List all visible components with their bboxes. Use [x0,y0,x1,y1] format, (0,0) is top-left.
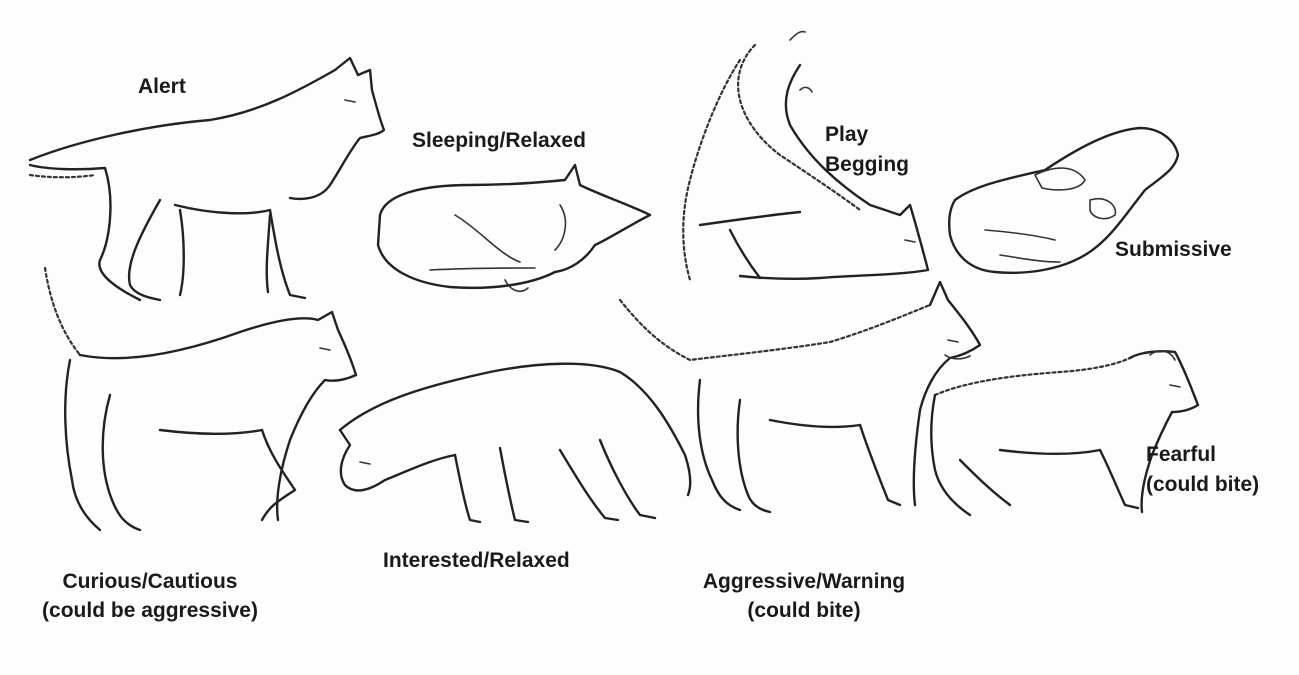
label-alert: Alert [138,74,186,100]
label-sleeping-relaxed: Sleeping/Relaxed [412,128,586,154]
label-play-begging: Play Begging [825,120,909,180]
curious-dog-sketch [45,268,356,530]
aggressive-dog-sketch [620,282,980,512]
label-interested-relaxed: Interested/Relaxed [383,548,570,574]
label-submissive: Submissive [1115,237,1232,263]
label-aggressive-warning: Aggressive/Warning (could bite) [664,567,944,625]
interested-dog-sketch [340,364,690,522]
alert-dog-sketch [30,58,384,300]
label-fearful: Fearful (could bite) [1146,440,1259,500]
sleeping-dog-sketch [378,165,650,291]
label-curious-cautious: Curious/Cautious (could be aggressive) [10,567,290,625]
